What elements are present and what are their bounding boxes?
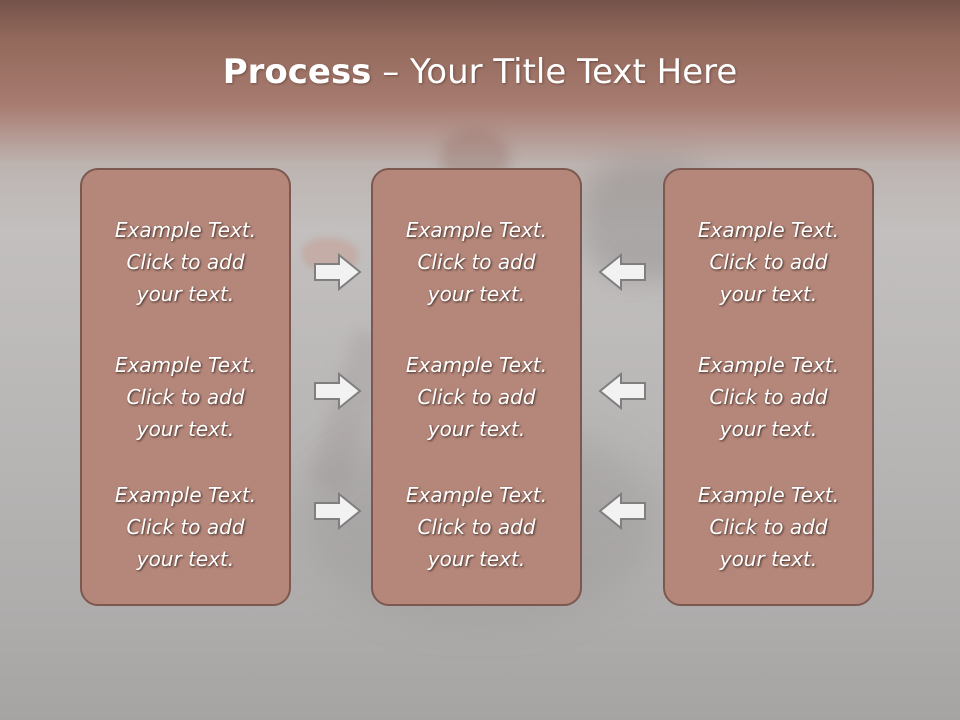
text-line: your text. — [427, 547, 526, 571]
text-line: Example Text. — [114, 483, 257, 507]
arrow-right-icon[interactable] — [313, 252, 363, 292]
process-box-middle[interactable]: Example Text. Click to add your text. Ex… — [371, 168, 582, 606]
text-line: your text. — [427, 282, 526, 306]
text-placeholder[interactable]: Example Text. Click to add your text. — [82, 349, 289, 445]
text-line: Example Text. — [405, 483, 548, 507]
text-line: your text. — [136, 282, 235, 306]
text-line: Example Text. — [405, 218, 548, 242]
text-placeholder[interactable]: Example Text. Click to add your text. — [665, 214, 872, 310]
text-line: Example Text. — [697, 218, 840, 242]
text-line: Click to add — [709, 250, 828, 274]
text-placeholder[interactable]: Example Text. Click to add your text. — [373, 349, 580, 445]
title-rest-part: – Your Title Text Here — [371, 52, 738, 92]
process-box-right[interactable]: Example Text. Click to add your text. Ex… — [663, 168, 874, 606]
text-line: Click to add — [709, 385, 828, 409]
arrow-left-icon[interactable] — [597, 371, 647, 411]
arrow-left-icon[interactable] — [597, 491, 647, 531]
text-line: your text. — [719, 417, 818, 441]
text-line: your text. — [427, 417, 526, 441]
text-placeholder[interactable]: Example Text. Click to add your text. — [373, 214, 580, 310]
text-placeholder[interactable]: Example Text. Click to add your text. — [373, 479, 580, 575]
text-line: Example Text. — [405, 353, 548, 377]
text-placeholder[interactable]: Example Text. Click to add your text. — [665, 479, 872, 575]
text-line: Click to add — [417, 515, 536, 539]
text-line: Click to add — [417, 385, 536, 409]
text-line: Click to add — [417, 250, 536, 274]
arrow-left-icon[interactable] — [597, 252, 647, 292]
text-line: Click to add — [126, 250, 245, 274]
text-line: Click to add — [709, 515, 828, 539]
text-line: Example Text. — [114, 353, 257, 377]
title-bold-part: Process — [222, 52, 372, 92]
text-line: Click to add — [126, 385, 245, 409]
text-line: Click to add — [126, 515, 245, 539]
text-line: your text. — [719, 282, 818, 306]
text-line: your text. — [719, 547, 818, 571]
text-line: Example Text. — [697, 353, 840, 377]
text-line: your text. — [136, 547, 235, 571]
text-placeholder[interactable]: Example Text. Click to add your text. — [665, 349, 872, 445]
text-placeholder[interactable]: Example Text. Click to add your text. — [82, 479, 289, 575]
text-placeholder[interactable]: Example Text. Click to add your text. — [82, 214, 289, 310]
text-line: Example Text. — [114, 218, 257, 242]
arrow-right-icon[interactable] — [313, 491, 363, 531]
slide-title[interactable]: Process – Your Title Text Here — [0, 52, 960, 92]
text-line: Example Text. — [697, 483, 840, 507]
arrow-right-icon[interactable] — [313, 371, 363, 411]
text-line: your text. — [136, 417, 235, 441]
process-box-left[interactable]: Example Text. Click to add your text. Ex… — [80, 168, 291, 606]
